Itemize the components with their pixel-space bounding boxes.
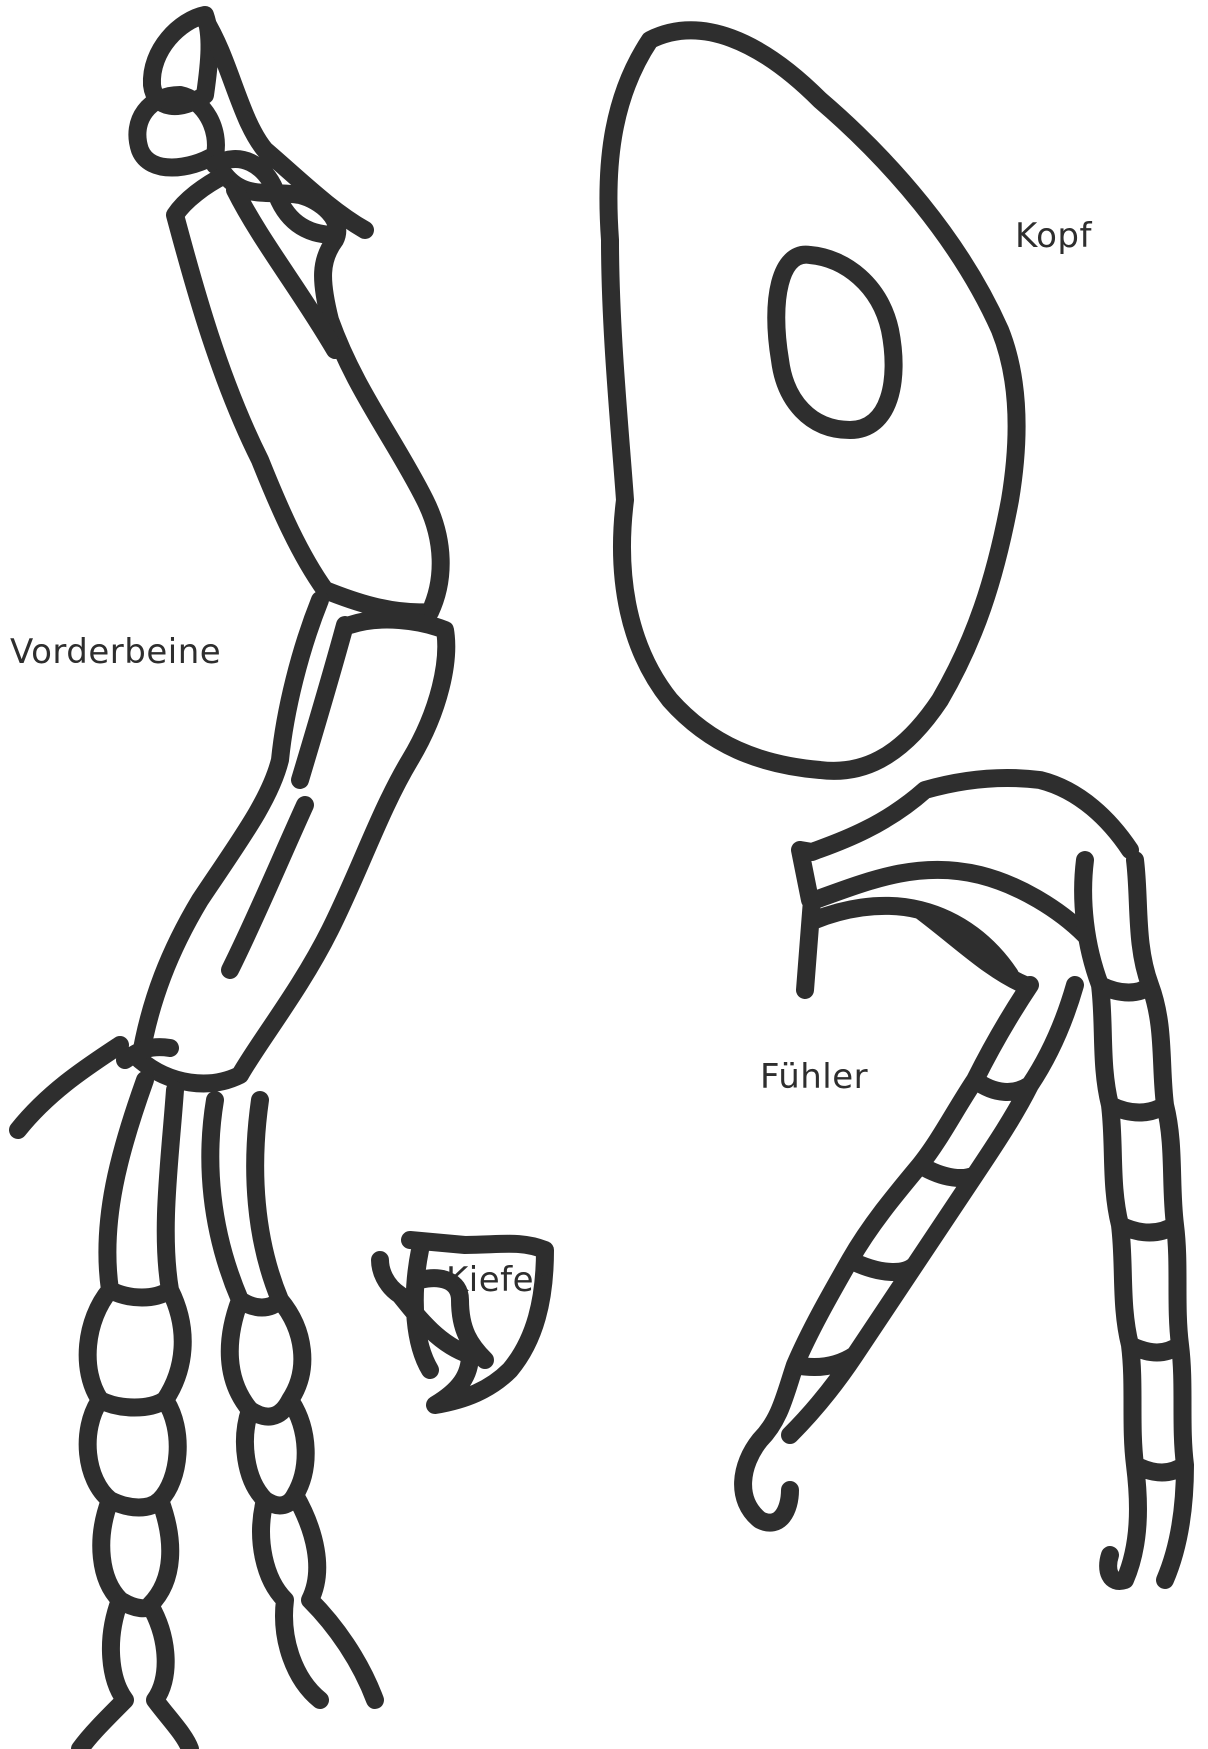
label-antennae: Fühler [760,1057,868,1097]
head-shape [608,30,1016,771]
foreleg-top-joint [205,20,365,235]
foreleg-femur [175,175,441,612]
label-jaw: Kiefer [446,1260,549,1300]
label-forelegs: Vorderbeine [10,632,221,672]
foreleg-outline [18,15,446,1749]
label-head: Kopf [1015,216,1092,256]
foreleg-tarsus-right [210,1100,375,1700]
antennae-outline [743,778,1185,1581]
foreleg-tibia [140,600,446,1083]
eye-shape [776,255,893,430]
antenna-right [1083,860,1185,1581]
head-outline [608,30,1016,771]
foreleg-tarsus-left [80,1080,190,1749]
